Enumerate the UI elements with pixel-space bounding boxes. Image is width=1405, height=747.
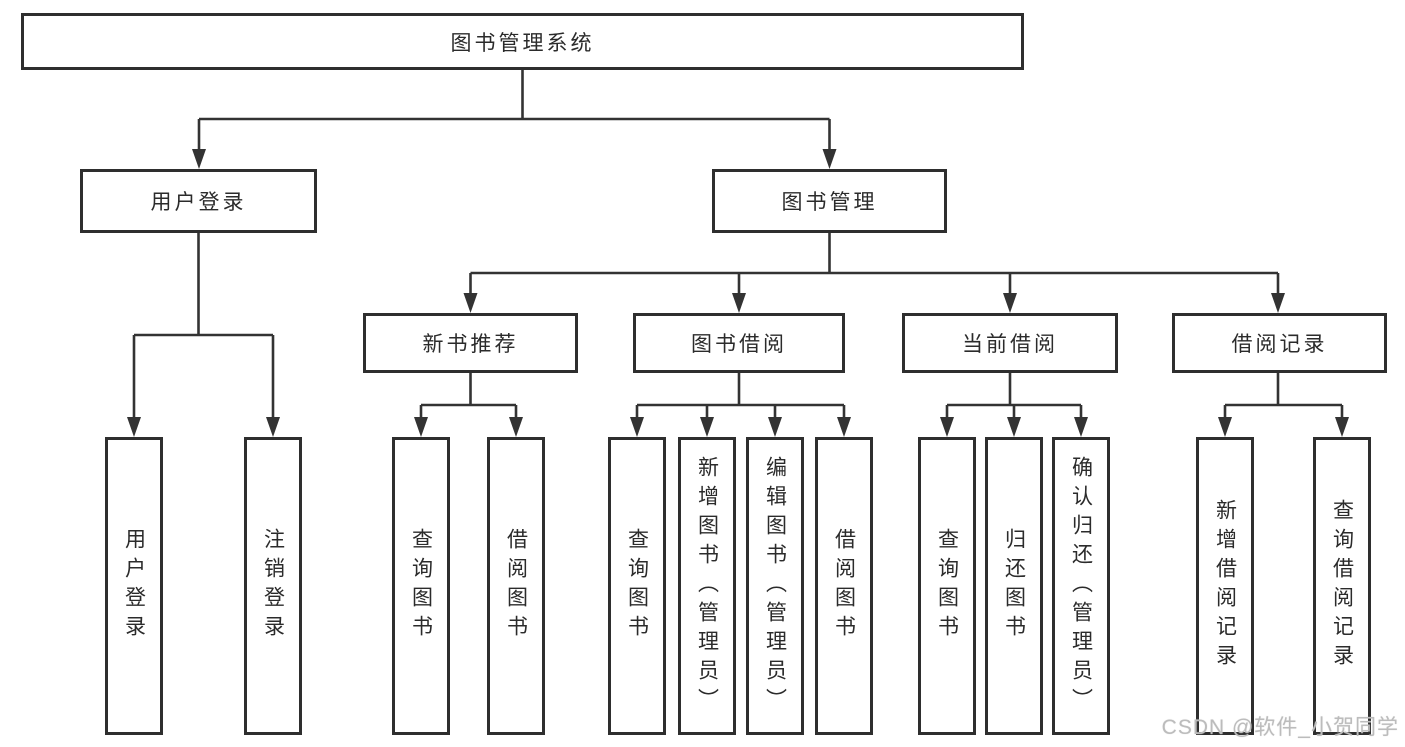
node-user-login-branch: 用户登录 (80, 169, 317, 233)
leaf-label: 确认归还（管理员） (1069, 455, 1093, 717)
leaf-label: 归还图书 (1002, 528, 1026, 644)
leaf-borrow-books: 借阅图书 (815, 437, 873, 735)
leaf-query-books-recommend: 查询图书 (392, 437, 450, 735)
node-book-borrow: 图书借阅 (633, 313, 845, 373)
leaf-label: 借阅图书 (504, 528, 528, 644)
leaf-label: 用户登录 (122, 528, 146, 644)
node-borrow-records: 借阅记录 (1172, 313, 1387, 373)
node-book-management-branch: 图书管理 (712, 169, 947, 233)
leaf-borrow-books-recommend: 借阅图书 (487, 437, 545, 735)
leaf-user-login: 用户登录 (105, 437, 163, 735)
leaf-confirm-return-admin: 确认归还（管理员） (1052, 437, 1110, 735)
leaf-query-books-borrow: 查询图书 (608, 437, 666, 735)
node-root-system: 图书管理系统 (21, 13, 1024, 70)
leaf-query-books-current: 查询图书 (918, 437, 976, 735)
leaf-label: 查询借阅记录 (1330, 499, 1354, 673)
node-current-borrow: 当前借阅 (902, 313, 1118, 373)
leaf-label: 查询图书 (625, 528, 649, 644)
leaf-label: 查询图书 (409, 528, 433, 644)
leaf-label: 查询图书 (935, 528, 959, 644)
leaf-label: 编辑图书（管理员） (763, 455, 787, 717)
leaf-label: 借阅图书 (832, 528, 856, 644)
leaf-logout: 注销登录 (244, 437, 302, 735)
leaf-label: 新增借阅记录 (1213, 499, 1237, 673)
leaf-label: 新增图书（管理员） (695, 455, 719, 717)
leaf-return-books: 归还图书 (985, 437, 1043, 735)
leaf-edit-books-admin: 编辑图书（管理员） (746, 437, 804, 735)
leaf-label: 注销登录 (261, 528, 285, 644)
node-new-book-recommend: 新书推荐 (363, 313, 578, 373)
leaf-query-borrow-record: 查询借阅记录 (1313, 437, 1371, 735)
leaf-add-books-admin: 新增图书（管理员） (678, 437, 736, 735)
arrowhead-icons (127, 149, 1349, 437)
leaf-add-borrow-record: 新增借阅记录 (1196, 437, 1254, 735)
